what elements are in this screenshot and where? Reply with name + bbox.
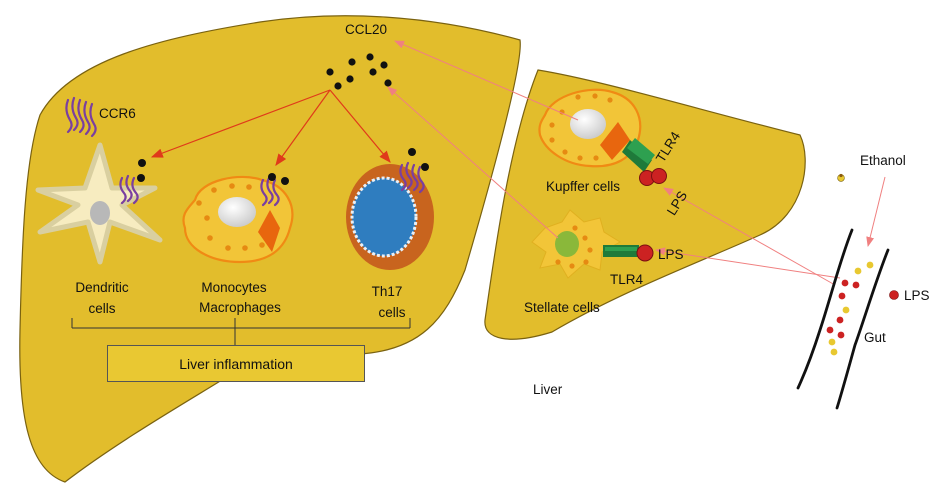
- lps-stellate-label: LPS: [658, 247, 684, 262]
- stellate-cell: [531, 209, 621, 279]
- lps-kupffer: [639, 168, 667, 186]
- dendritic-label-line1: Dendritic: [75, 280, 129, 295]
- ccl20-chemokine-dots: [326, 53, 392, 90]
- tlr4-receptor-kupffer: [622, 138, 655, 172]
- monocyte-macrophage-cell: [182, 175, 294, 264]
- pink-arrows: [387, 40, 886, 286]
- dendritic-label-line2: cells: [88, 301, 116, 316]
- dendritic-cell: [35, 142, 163, 265]
- ccl20-arrows: [150, 89, 391, 166]
- liver-label: Liver: [533, 382, 563, 397]
- gut-label: Gut: [864, 330, 886, 345]
- gut-walls: [796, 228, 890, 410]
- ccr6-receptor-icon: [65, 96, 97, 138]
- ethanol-label: Ethanol: [860, 153, 906, 168]
- ccr6-on-th17: [399, 161, 425, 194]
- th17-label-line2: cells: [378, 305, 406, 320]
- stellate-cells-label: Stellate cells: [524, 300, 600, 315]
- th17-cell: [346, 164, 434, 270]
- tlr4-stellate-label: TLR4: [610, 272, 644, 287]
- lps-gut-label: LPS: [904, 288, 930, 303]
- th17-label-line1: Th17: [371, 284, 403, 299]
- liver-inflammation-box: Liver inflammation: [107, 345, 365, 382]
- lps-stellate: [636, 244, 654, 262]
- liver-right-lobe: [484, 69, 806, 340]
- ccl20-label: CCL20: [345, 22, 388, 37]
- gut-contents: [826, 261, 874, 356]
- monocytes-label-line1: Monocytes: [201, 280, 267, 295]
- cells-bracket: [71, 318, 411, 345]
- ccr6-on-monocyte: [260, 176, 280, 207]
- lps-gut-molecule: [889, 290, 899, 300]
- kupffer-cell: [538, 88, 642, 168]
- kupffer-cells-label: Kupffer cells: [546, 179, 621, 194]
- liver-inflammation-label: Liver inflammation: [179, 355, 293, 372]
- ccr6-on-dendritic: [119, 174, 139, 205]
- monocytes-label-line2: Macrophages: [199, 300, 281, 315]
- tlr4-receptor-stellate: [603, 245, 639, 257]
- ccr6-label: CCR6: [99, 106, 136, 121]
